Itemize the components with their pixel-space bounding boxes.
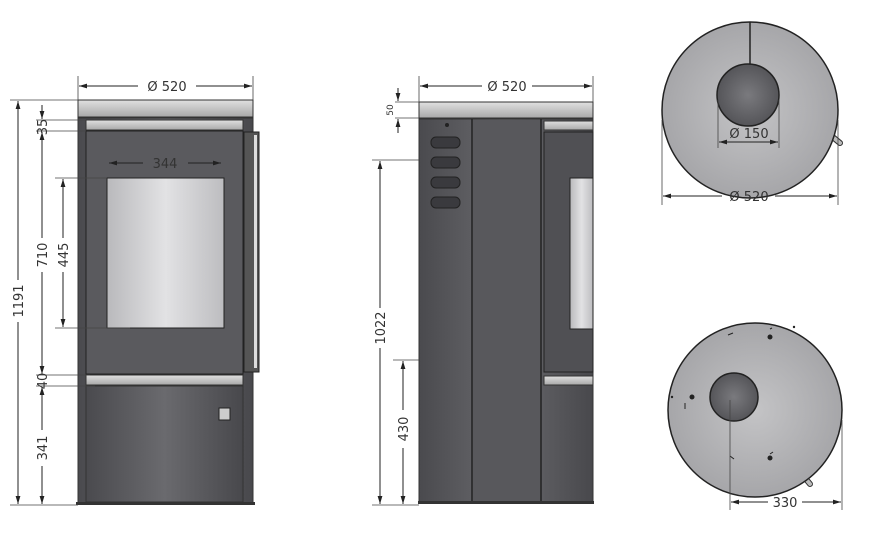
vent-slot [430, 136, 461, 149]
total-height-label: 1191 [12, 284, 27, 317]
flue-diameter-label: Ø 150 [729, 127, 768, 142]
mid-band-label: 40 [36, 373, 51, 390]
vent-slot [430, 156, 461, 169]
top-band [85, 119, 244, 131]
door-height-label: 710 [36, 243, 51, 268]
top-plate [418, 101, 594, 119]
top-plate [77, 99, 254, 118]
side-view [418, 101, 594, 504]
window-height-label: 445 [57, 243, 72, 268]
front-dimensions: Ø 520 344 1191 35 710 40 341 445 [10, 76, 254, 506]
front-view [76, 99, 260, 505]
drawing-line [418, 501, 594, 504]
offset-label: 330 [773, 496, 798, 511]
door-glass [106, 177, 225, 329]
flue-outlet [716, 63, 780, 127]
rear-panel [473, 120, 541, 502]
outlet-height-label: 1022 [374, 311, 389, 344]
drawing-line [543, 120, 594, 131]
drawing-line [670, 395, 674, 399]
drawing-line [769, 327, 773, 330]
side-width-label: Ø 520 [487, 80, 526, 95]
drawing-line [769, 451, 774, 455]
air-inlet [709, 372, 759, 422]
drawing-line [767, 455, 773, 461]
top-diameter-label: Ø 520 [729, 190, 768, 205]
base-height-label: 341 [36, 436, 51, 461]
drawing-line [689, 394, 695, 400]
top-plate-label: 50 [386, 104, 396, 116]
base-door [85, 385, 244, 503]
drawing-line [543, 375, 594, 386]
inlet-height-label: 430 [397, 417, 412, 442]
drawing-line [729, 455, 735, 460]
window-width-label: 344 [153, 157, 178, 172]
drawing-line [445, 123, 449, 127]
bottom-view: 330 [667, 322, 843, 511]
vent-slot [430, 196, 461, 209]
drawing-line [767, 334, 773, 340]
side-dimensions: Ø 520 50 1022 430 [372, 76, 594, 506]
front-width-label: Ø 520 [147, 80, 186, 95]
top-view: Ø 150 Ø 520 [661, 21, 843, 205]
plinth [76, 502, 255, 505]
mid-band [85, 374, 244, 386]
base-knob [218, 407, 231, 421]
top-band-label: 35 [36, 119, 51, 136]
drawing-line [792, 325, 796, 329]
vent-slot [430, 176, 461, 189]
drawing-line [727, 332, 734, 336]
side-glass [569, 177, 594, 330]
handle-highlight [254, 135, 257, 368]
